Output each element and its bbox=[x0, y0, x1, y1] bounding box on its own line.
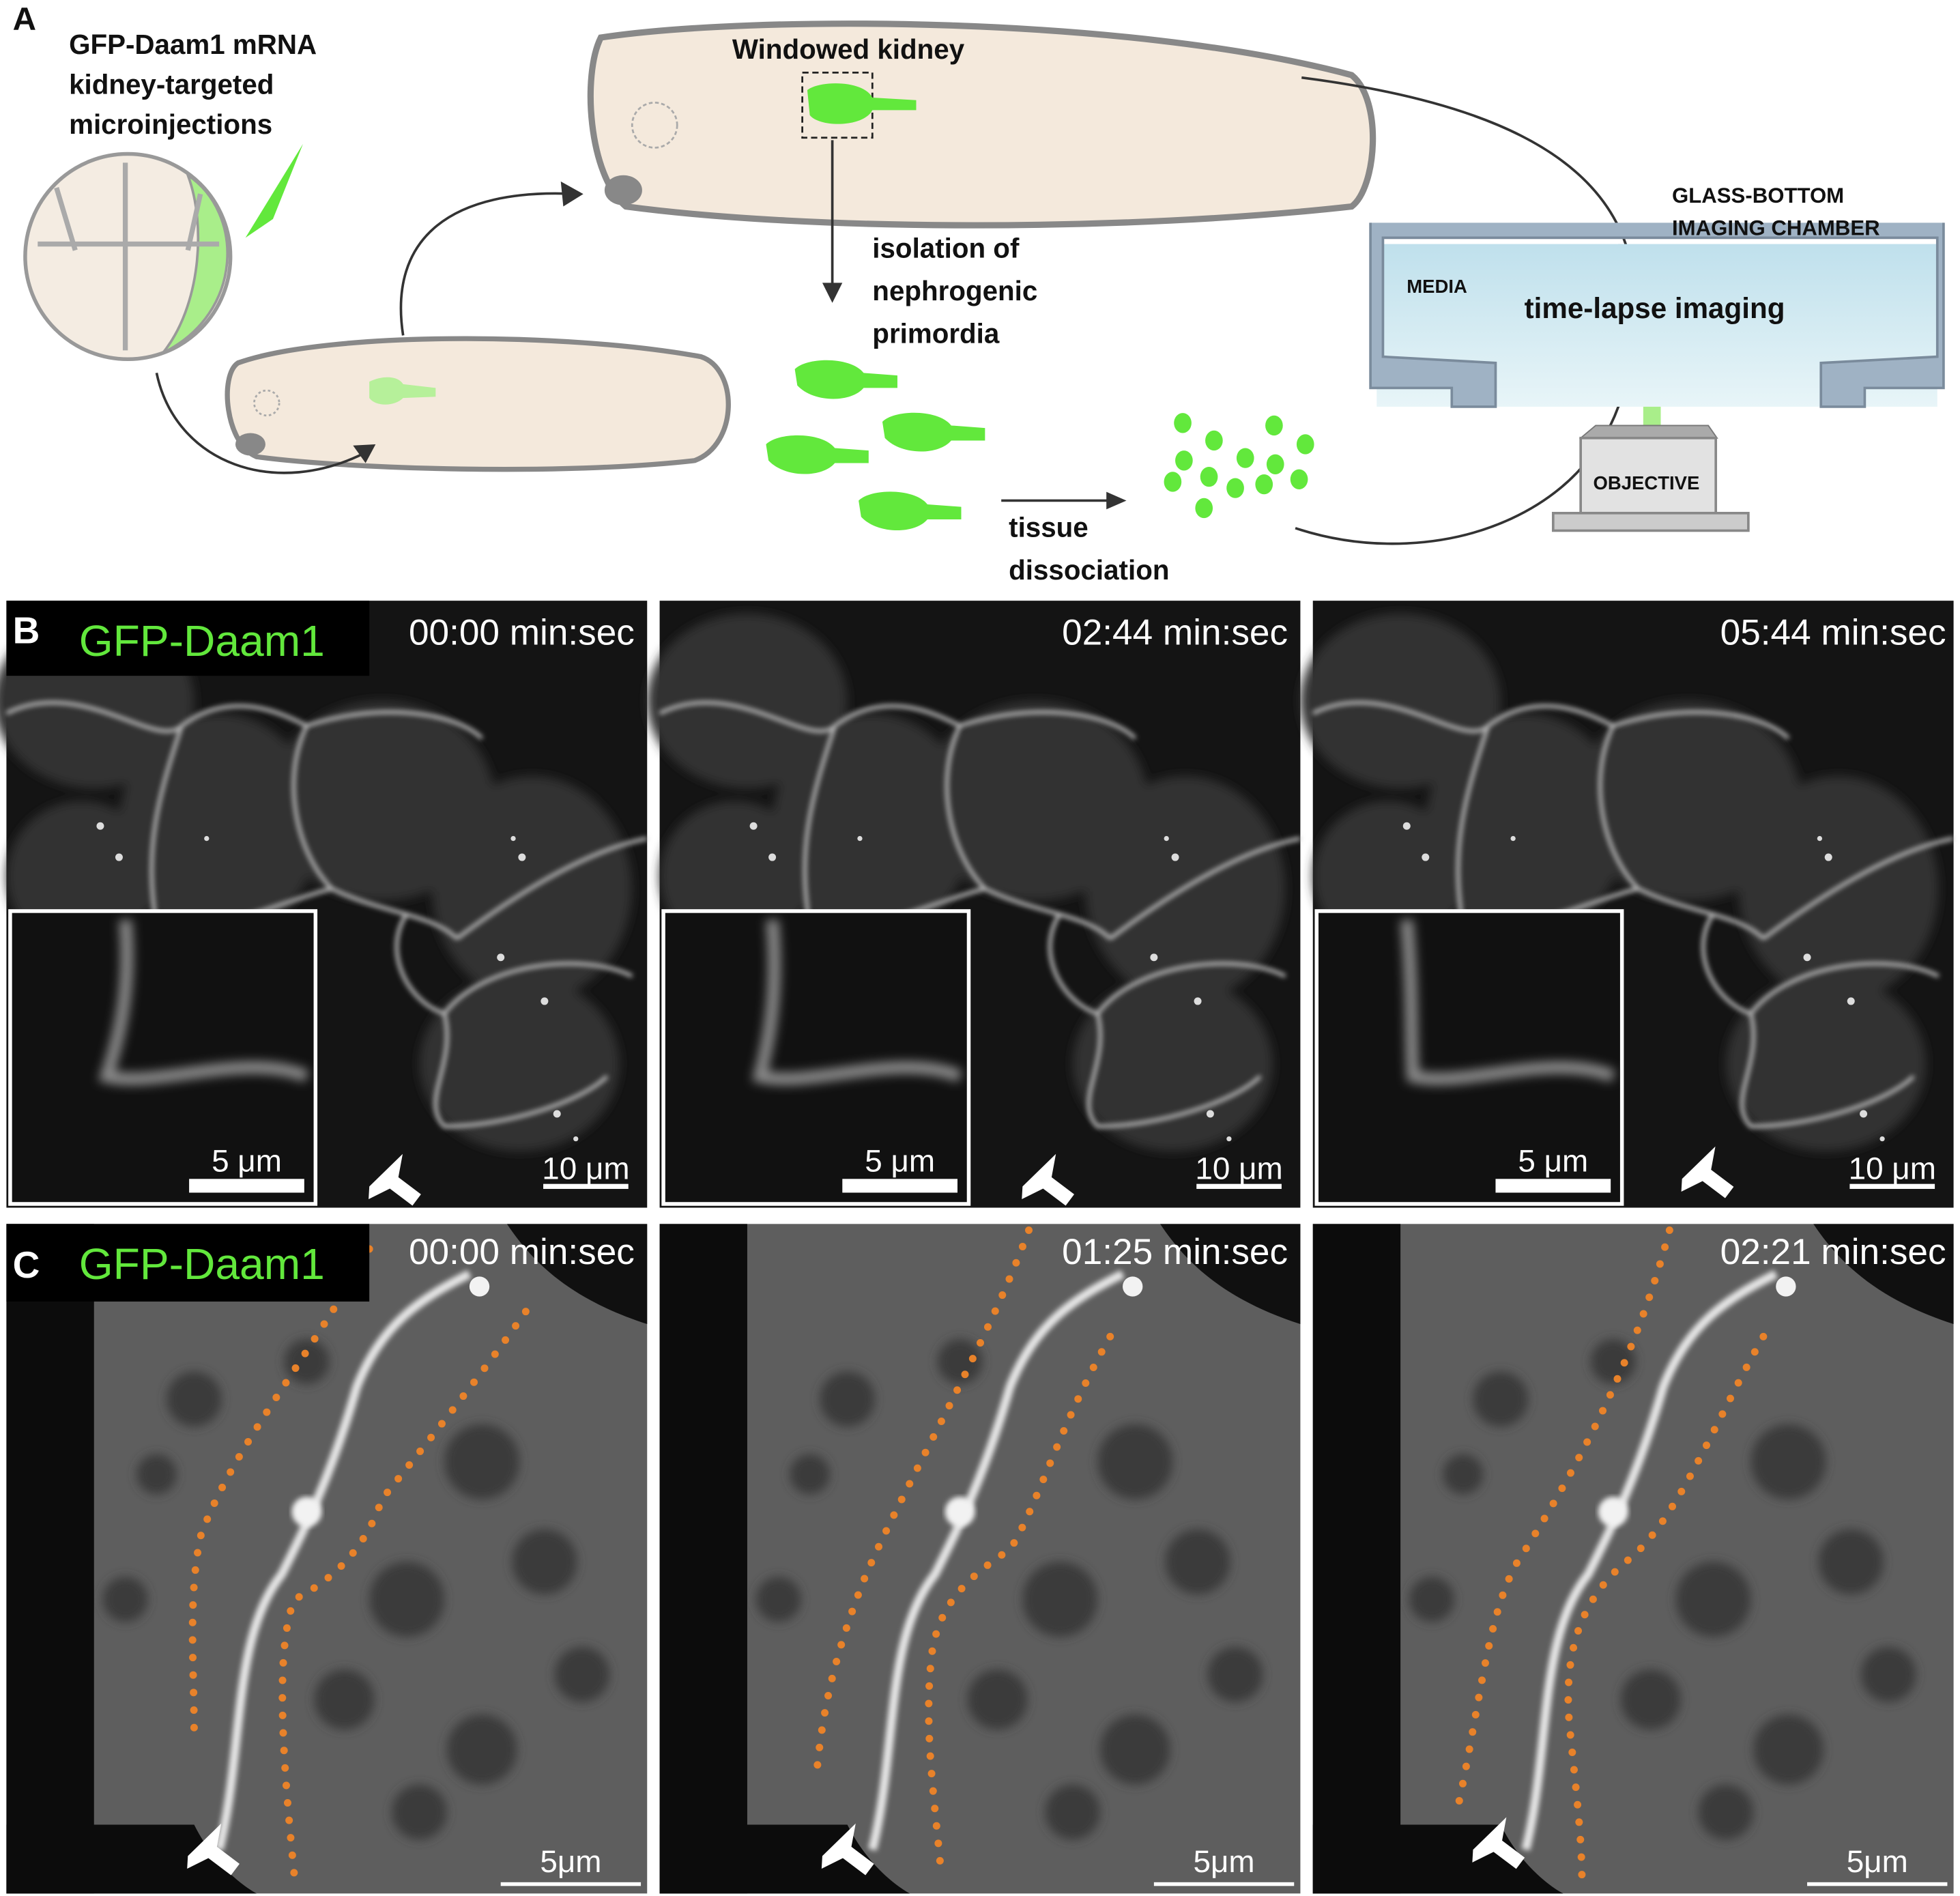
isolation-line-2: nephrogenic bbox=[872, 275, 1037, 306]
imaging-label: time-lapse imaging bbox=[1525, 292, 1785, 324]
dissociation-line-1: tissue bbox=[1009, 512, 1089, 543]
dissociation-line-2: dissociation bbox=[1009, 554, 1169, 586]
timestamp: 05:44 min:sec bbox=[1720, 612, 1946, 652]
panel-c-label: C bbox=[13, 1244, 40, 1286]
inset-scale-bar bbox=[1495, 1179, 1611, 1193]
chamber-line-1: GLASS-BOTTOM bbox=[1672, 184, 1844, 207]
large-embryo: Windowed kidney bbox=[587, 20, 1377, 229]
injection-line-1: GFP-Daam1 mRNA bbox=[69, 29, 317, 60]
media-label: MEDIA bbox=[1407, 276, 1467, 297]
panel-b-label: B bbox=[13, 609, 40, 652]
scale-label: 10 μm bbox=[1195, 1151, 1282, 1186]
scale-label: 10 μm bbox=[542, 1151, 629, 1186]
inset-scale-label: 5 μm bbox=[865, 1143, 935, 1178]
inset-box bbox=[661, 909, 971, 1206]
isolation-line-3: primordia bbox=[872, 317, 1000, 349]
scale-label: 5μm bbox=[1194, 1844, 1255, 1879]
timestamp: 02:21 min:sec bbox=[1720, 1232, 1946, 1272]
panel-b-frame-1: 5 μm 10 μm 00:00 min:sec bbox=[0, 601, 647, 1212]
timestamp: 00:00 min:sec bbox=[409, 1232, 635, 1272]
panel-c: 5μm 00:00 min:sec 5μm 01:25 min:sec 5μm … bbox=[6, 1224, 1953, 1893]
small-embryo bbox=[225, 336, 731, 472]
injection-line-3: microinjections bbox=[69, 109, 272, 140]
panel-b-label-box bbox=[6, 601, 370, 676]
dissociated-cells bbox=[1164, 413, 1314, 519]
injection-line-2: kidney-targeted bbox=[69, 69, 274, 100]
cell-outline-dots bbox=[812, 1226, 1114, 1879]
scale-bar bbox=[543, 1183, 629, 1189]
scale-bar bbox=[500, 1882, 642, 1886]
scale-bar bbox=[1153, 1882, 1295, 1886]
scale-bar bbox=[1196, 1183, 1282, 1189]
embryo-illustration bbox=[23, 143, 303, 362]
panel-c-frame-2: 5μm 01:25 min:sec bbox=[660, 1224, 1301, 1893]
isolation-line-1: isolation of bbox=[872, 233, 1020, 264]
panel-b-frame-2: 5 μm 10 μm 02:44 min:sec bbox=[647, 601, 1300, 1212]
cell-outline-dots bbox=[1453, 1226, 1768, 1885]
panel-a-label: A bbox=[13, 1, 36, 38]
process-arrows bbox=[155, 76, 1631, 545]
scale-bar bbox=[1849, 1183, 1935, 1189]
timestamp: 02:44 min:sec bbox=[1062, 612, 1288, 652]
panel-b-marker: GFP-Daam1 bbox=[79, 616, 325, 665]
panel-c-frame-3: 5μm 02:21 min:sec bbox=[1313, 1224, 1954, 1893]
primordia-illustration bbox=[766, 360, 985, 531]
inset-scale-label: 5 μm bbox=[1518, 1143, 1588, 1178]
scale-label: 10 μm bbox=[1849, 1151, 1936, 1186]
timestamp: 01:25 min:sec bbox=[1062, 1232, 1288, 1272]
inset-scale-bar bbox=[189, 1179, 304, 1193]
panel-b: 5 μm 10 μm 00:00 min:sec 5 μm 10 μm 02:4… bbox=[0, 601, 1954, 1212]
chamber-line-2: IMAGING CHAMBER bbox=[1672, 216, 1880, 240]
inset-scale-bar bbox=[842, 1179, 957, 1193]
panel-a: A GFP-Daam1 mRNA kidney-targeted microin… bbox=[13, 1, 1945, 586]
panel-c-label-box bbox=[6, 1224, 370, 1302]
panel-c-marker: GFP-Daam1 bbox=[79, 1239, 325, 1289]
needle-icon bbox=[245, 143, 303, 238]
inset-box bbox=[8, 909, 318, 1206]
timestamp: 00:00 min:sec bbox=[409, 612, 635, 652]
scale-label: 5μm bbox=[540, 1844, 601, 1879]
inset-scale-label: 5 μm bbox=[212, 1143, 282, 1178]
imaging-chamber bbox=[1369, 222, 1945, 532]
inset-box bbox=[1314, 909, 1624, 1206]
objective-label: OBJECTIVE bbox=[1593, 472, 1699, 493]
scale-label: 5μm bbox=[1847, 1844, 1908, 1879]
panel-c-frame-1: 5μm 00:00 min:sec bbox=[6, 1224, 647, 1893]
windowed-kidney-label: Windowed kidney bbox=[732, 33, 965, 65]
scale-bar bbox=[1807, 1882, 1948, 1886]
cell-outline-dots bbox=[188, 1245, 530, 1879]
panel-b-frame-3: 5 μm 10 μm 05:44 min:sec bbox=[1300, 601, 1953, 1207]
